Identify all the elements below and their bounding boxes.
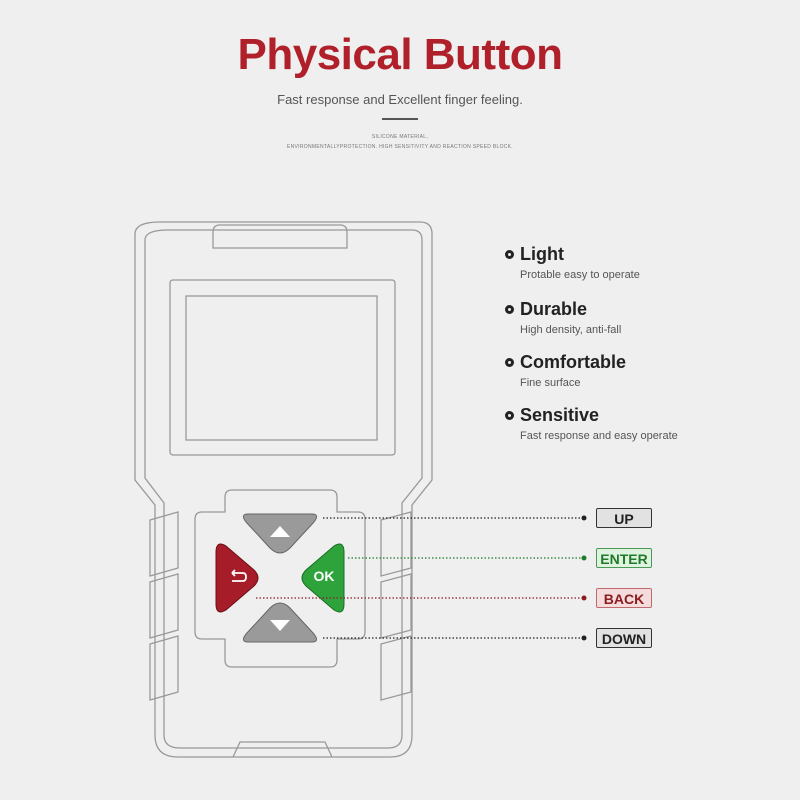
feature-desc: Protable easy to operate [520, 269, 640, 281]
bullet-icon [505, 358, 514, 367]
left-grip-1 [149, 511, 179, 577]
note-line-2: ENVIRONMENTALLYPROTECTION. HIGH SENSITIV… [286, 144, 513, 150]
right-grip-3 [380, 635, 412, 701]
feature-durable: Durable High density, anti-fall [505, 299, 621, 336]
down-button[interactable] [242, 602, 318, 643]
ok-button[interactable] [301, 543, 345, 613]
device-top-tab [212, 224, 348, 249]
back-button[interactable] [215, 543, 259, 613]
left-grip-3 [149, 635, 179, 701]
back-leader-dot [581, 595, 587, 601]
screen [185, 295, 378, 441]
label-enter: ENTER [596, 548, 652, 568]
bullet-icon [505, 250, 514, 259]
feature-light: Light Protable easy to operate [505, 244, 640, 281]
enter-leader-dot [581, 555, 587, 561]
left-grip-2 [149, 573, 179, 639]
bullet-icon [505, 411, 514, 420]
note-line-1: SILICONE MATERIAL, [371, 134, 429, 140]
label-up: UP [596, 508, 652, 528]
feature-desc: High density, anti-fall [520, 324, 622, 336]
ok-button-label: OK [313, 568, 335, 584]
label-back: BACK [596, 588, 652, 608]
feature-comfortable: Comfortable Fine surface [505, 352, 626, 389]
device-outline [134, 221, 433, 758]
feature-desc: Fast response and easy operate [520, 430, 678, 442]
triangle-down-icon [270, 620, 290, 631]
device-inner-outline [144, 229, 423, 749]
bullet-icon [505, 305, 514, 314]
down-leader-dot [581, 635, 587, 641]
screen-frame [169, 279, 396, 456]
feature-title: Comfortable [520, 352, 627, 372]
feature-sensitive: Sensitive Fast response and easy operate [505, 405, 678, 442]
keypad-frame [194, 489, 366, 668]
label-down: DOWN [596, 628, 652, 648]
up-leader-dot [581, 515, 587, 521]
page-title: Physical Button [237, 30, 564, 79]
divider [382, 118, 418, 120]
return-arrow-icon [231, 569, 247, 582]
triangle-up-icon [270, 526, 290, 537]
subtitle: Fast response and Excellent finger feeli… [277, 92, 523, 107]
feature-title: Sensitive [520, 405, 600, 425]
feature-desc: Fine surface [520, 377, 581, 389]
device-bottom-tab [232, 741, 333, 758]
up-button[interactable] [242, 513, 318, 554]
right-grip-1 [380, 511, 412, 577]
feature-title: Durable [520, 299, 588, 319]
right-grip-2 [380, 573, 412, 639]
feature-title: Light [520, 244, 564, 264]
